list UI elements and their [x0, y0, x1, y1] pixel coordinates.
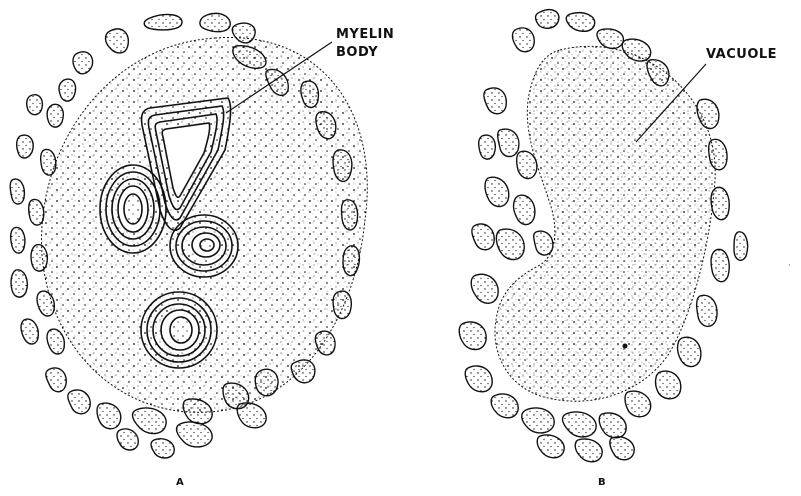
- myelin-label-line1: MYELIN: [336, 27, 394, 42]
- myelin-label-line2: BODY: [336, 45, 378, 60]
- panel-a-caption: A: [176, 477, 184, 488]
- panel-b: VACUOLE B: [459, 10, 777, 488]
- myelin-body-bottom: [141, 292, 217, 368]
- panel-a: MYELIN BODY A: [10, 13, 394, 488]
- vacuole-label: VACUOLE: [706, 47, 777, 62]
- panel-b-caption: B: [598, 477, 606, 488]
- stray-mark: ·: [788, 261, 791, 270]
